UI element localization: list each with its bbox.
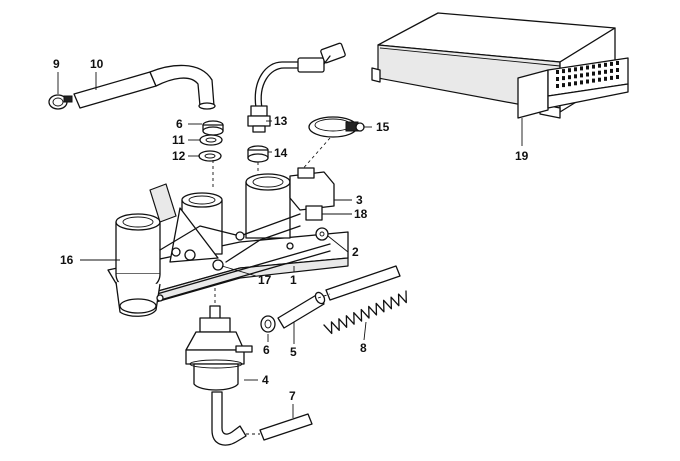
- spring-8: [323, 290, 407, 335]
- spring-coil: [323, 290, 407, 335]
- callout-6: 6: [176, 117, 183, 131]
- clamp-6: [260, 315, 276, 333]
- connector-pin: [562, 69, 565, 74]
- connector-pin: [592, 64, 595, 69]
- connector-pin: [610, 68, 613, 73]
- callout-2: 2: [352, 245, 359, 259]
- callout-14: 14: [274, 146, 288, 160]
- callout-4: 4: [262, 373, 269, 387]
- ring-14: [247, 145, 269, 163]
- callout-7: 7: [289, 389, 296, 403]
- callout-16: 16: [60, 253, 74, 267]
- callout-6b: 6: [263, 343, 270, 357]
- connector-pin: [616, 75, 619, 79]
- connector-pin: [610, 61, 613, 66]
- ring-6: [202, 120, 224, 136]
- connector-pin: [574, 67, 577, 72]
- connector-pin: [556, 84, 559, 88]
- connector-pin: [586, 65, 589, 70]
- callout-13: 13: [274, 114, 288, 128]
- seal-12: [198, 150, 222, 162]
- callout-19: 19: [515, 149, 529, 163]
- callout-9: 9: [53, 57, 60, 71]
- pressure-regulator: [185, 305, 253, 391]
- seal-11: [199, 134, 223, 146]
- callout-17: 17: [258, 273, 272, 287]
- callout-8: 8: [360, 341, 367, 355]
- callout-3: 3: [356, 193, 363, 207]
- hose-clamp: [48, 94, 73, 110]
- connector-pin: [568, 82, 571, 87]
- connector-pin: [574, 81, 577, 86]
- hose-5: [277, 265, 401, 329]
- connector-pin: [568, 68, 571, 73]
- callout-5: 5: [290, 345, 297, 359]
- connector-pin: [604, 76, 607, 81]
- connector-pin: [580, 66, 583, 71]
- connector-pin: [580, 73, 583, 78]
- connector-pin: [556, 77, 559, 81]
- connector-pin: [592, 71, 595, 76]
- connector-pin: [592, 78, 595, 83]
- connector-pin: [562, 83, 565, 88]
- connector-pin: [598, 63, 601, 68]
- connector-pin: [580, 80, 583, 85]
- connector-pin: [616, 68, 619, 72]
- connector-pin: [586, 79, 589, 84]
- clamp-15: [308, 116, 365, 138]
- connector-pins: [556, 61, 619, 88]
- control-unit: [371, 12, 629, 119]
- sensor-13: [247, 105, 271, 133]
- callout-12: 12: [172, 149, 186, 163]
- callout-1: 1: [290, 273, 297, 287]
- hose-10: [73, 64, 216, 110]
- connector-pin: [616, 61, 619, 65]
- hose-7: [211, 391, 313, 446]
- callout-10: 10: [90, 57, 104, 71]
- connector-pin: [610, 75, 613, 80]
- connector-pin: [556, 70, 559, 74]
- callout-18: 18: [354, 207, 368, 221]
- connector-pin: [598, 77, 601, 82]
- connector-pin: [598, 70, 601, 75]
- connector-pin: [562, 76, 565, 81]
- sensor-cable: [254, 42, 346, 109]
- leader-lines: [57, 72, 523, 418]
- callout-15: 15: [376, 120, 390, 134]
- connector-pin: [604, 62, 607, 67]
- connector-pin: [604, 69, 607, 74]
- callout-11: 11: [172, 133, 185, 147]
- throttle-body-assembly: [107, 167, 349, 317]
- connector-pin: [568, 75, 571, 80]
- connector-pin: [574, 74, 577, 79]
- callouts: 9 10 6 11 12 13 14 15 19 3 18 2 16 17 1 …: [53, 57, 529, 403]
- connector-pin: [586, 72, 589, 77]
